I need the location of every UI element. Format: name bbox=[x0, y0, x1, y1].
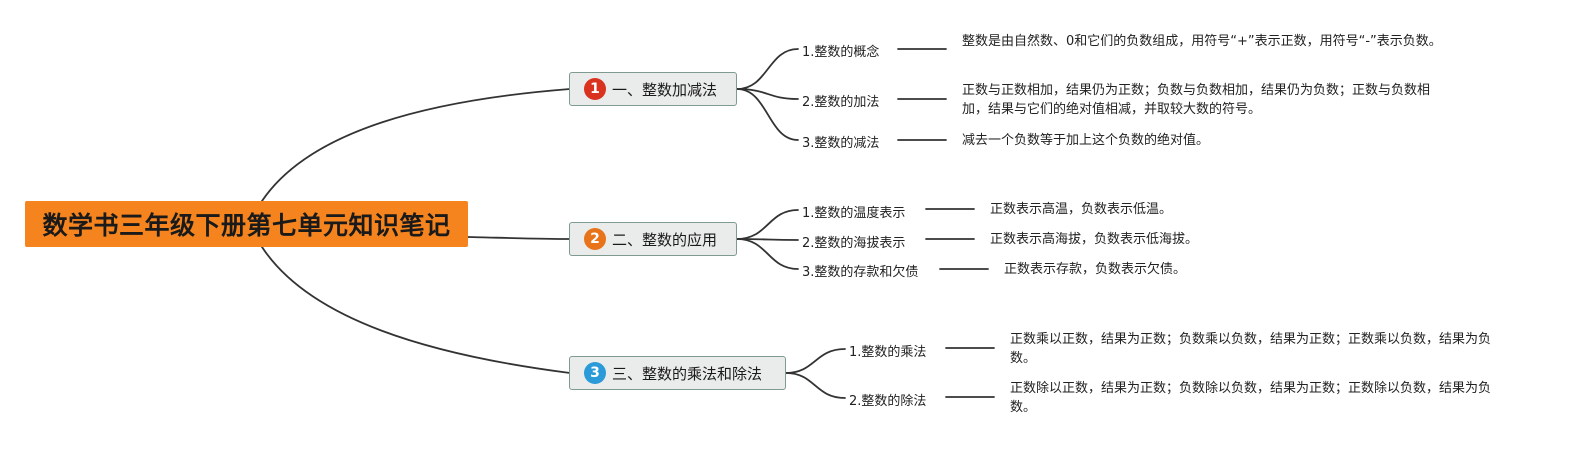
connector-topic-1-sub-1 bbox=[736, 48, 799, 90]
root-title: 数学书三年级下册第七单元知识笔记 bbox=[42, 211, 451, 240]
description-integer-multiplication: 正数乘以正数，结果为正数；负数乘以负数，结果为正数；正数乘以负数，结果为负数。 bbox=[1010, 332, 1492, 366]
topic-integer-multiply-divide[interactable]: 3 三、整数的乘法和除法 bbox=[569, 356, 786, 390]
topic-label: 一、整数加减法 bbox=[612, 80, 718, 99]
connector-root-topic-1 bbox=[261, 88, 571, 202]
root-topic[interactable]: 数学书三年级下册第七单元知识笔记 bbox=[25, 201, 468, 247]
connector-topic-3-sub-1 bbox=[785, 348, 846, 374]
subtopic-integer-multiplication[interactable]: 1.整数的乘法 bbox=[849, 345, 927, 360]
description-integer-concept: 整数是由自然数、0和它们的负数组成，用符号“+”表示正数，用符号“-”表示负数。 bbox=[962, 34, 1442, 49]
description-integer-division: 正数除以正数，结果为正数；负数除以负数，结果为正数；正数除以负数，结果为负数。 bbox=[1010, 381, 1492, 415]
subtopic-integer-subtraction[interactable]: 3.整数的减法 bbox=[802, 136, 880, 151]
connector-topic-2-sub-1 bbox=[736, 209, 799, 240]
topic-integer-applications[interactable]: 2 二、整数的应用 bbox=[569, 222, 737, 256]
subtopic-integer-addition[interactable]: 2.整数的加法 bbox=[802, 95, 880, 110]
description-savings-debt: 正数表示存款，负数表示欠债。 bbox=[1004, 262, 1187, 277]
number-badge-1: 1 bbox=[584, 78, 606, 100]
number-badge-2: 2 bbox=[584, 228, 606, 250]
description-altitude: 正数表示高海拔，负数表示低海拔。 bbox=[990, 232, 1199, 247]
number-badge-3: 3 bbox=[584, 362, 606, 384]
connector-topic-3-sub-2 bbox=[785, 372, 846, 399]
topic-label: 三、整数的乘法和除法 bbox=[612, 364, 763, 383]
description-integer-subtraction: 减去一个负数等于加上这个负数的绝对值。 bbox=[962, 133, 1210, 148]
topic-integer-add-subtract[interactable]: 1 一、整数加减法 bbox=[569, 72, 737, 106]
subtopic-integer-division[interactable]: 2.整数的除法 bbox=[849, 394, 927, 409]
description-temperature: 正数表示高温，负数表示低温。 bbox=[990, 202, 1173, 217]
connector-topic-1-sub-3 bbox=[736, 88, 799, 141]
subtopic-temperature[interactable]: 1.整数的温度表示 bbox=[802, 206, 906, 221]
connector-root-topic-2 bbox=[467, 236, 571, 240]
subtopic-altitude[interactable]: 2.整数的海拔表示 bbox=[802, 236, 906, 251]
subtopic-integer-concept[interactable]: 1.整数的概念 bbox=[802, 45, 880, 60]
connector-topic-2-sub-3 bbox=[736, 238, 799, 270]
topic-label: 二、整数的应用 bbox=[612, 230, 718, 249]
connector-root-topic-3 bbox=[261, 246, 571, 374]
subtopic-savings-debt[interactable]: 3.整数的存款和欠债 bbox=[802, 265, 919, 280]
description-integer-addition: 正数与正数相加，结果仍为正数；负数与负数相加，结果仍为负数；正数与负数相加，结果… bbox=[962, 83, 1431, 117]
